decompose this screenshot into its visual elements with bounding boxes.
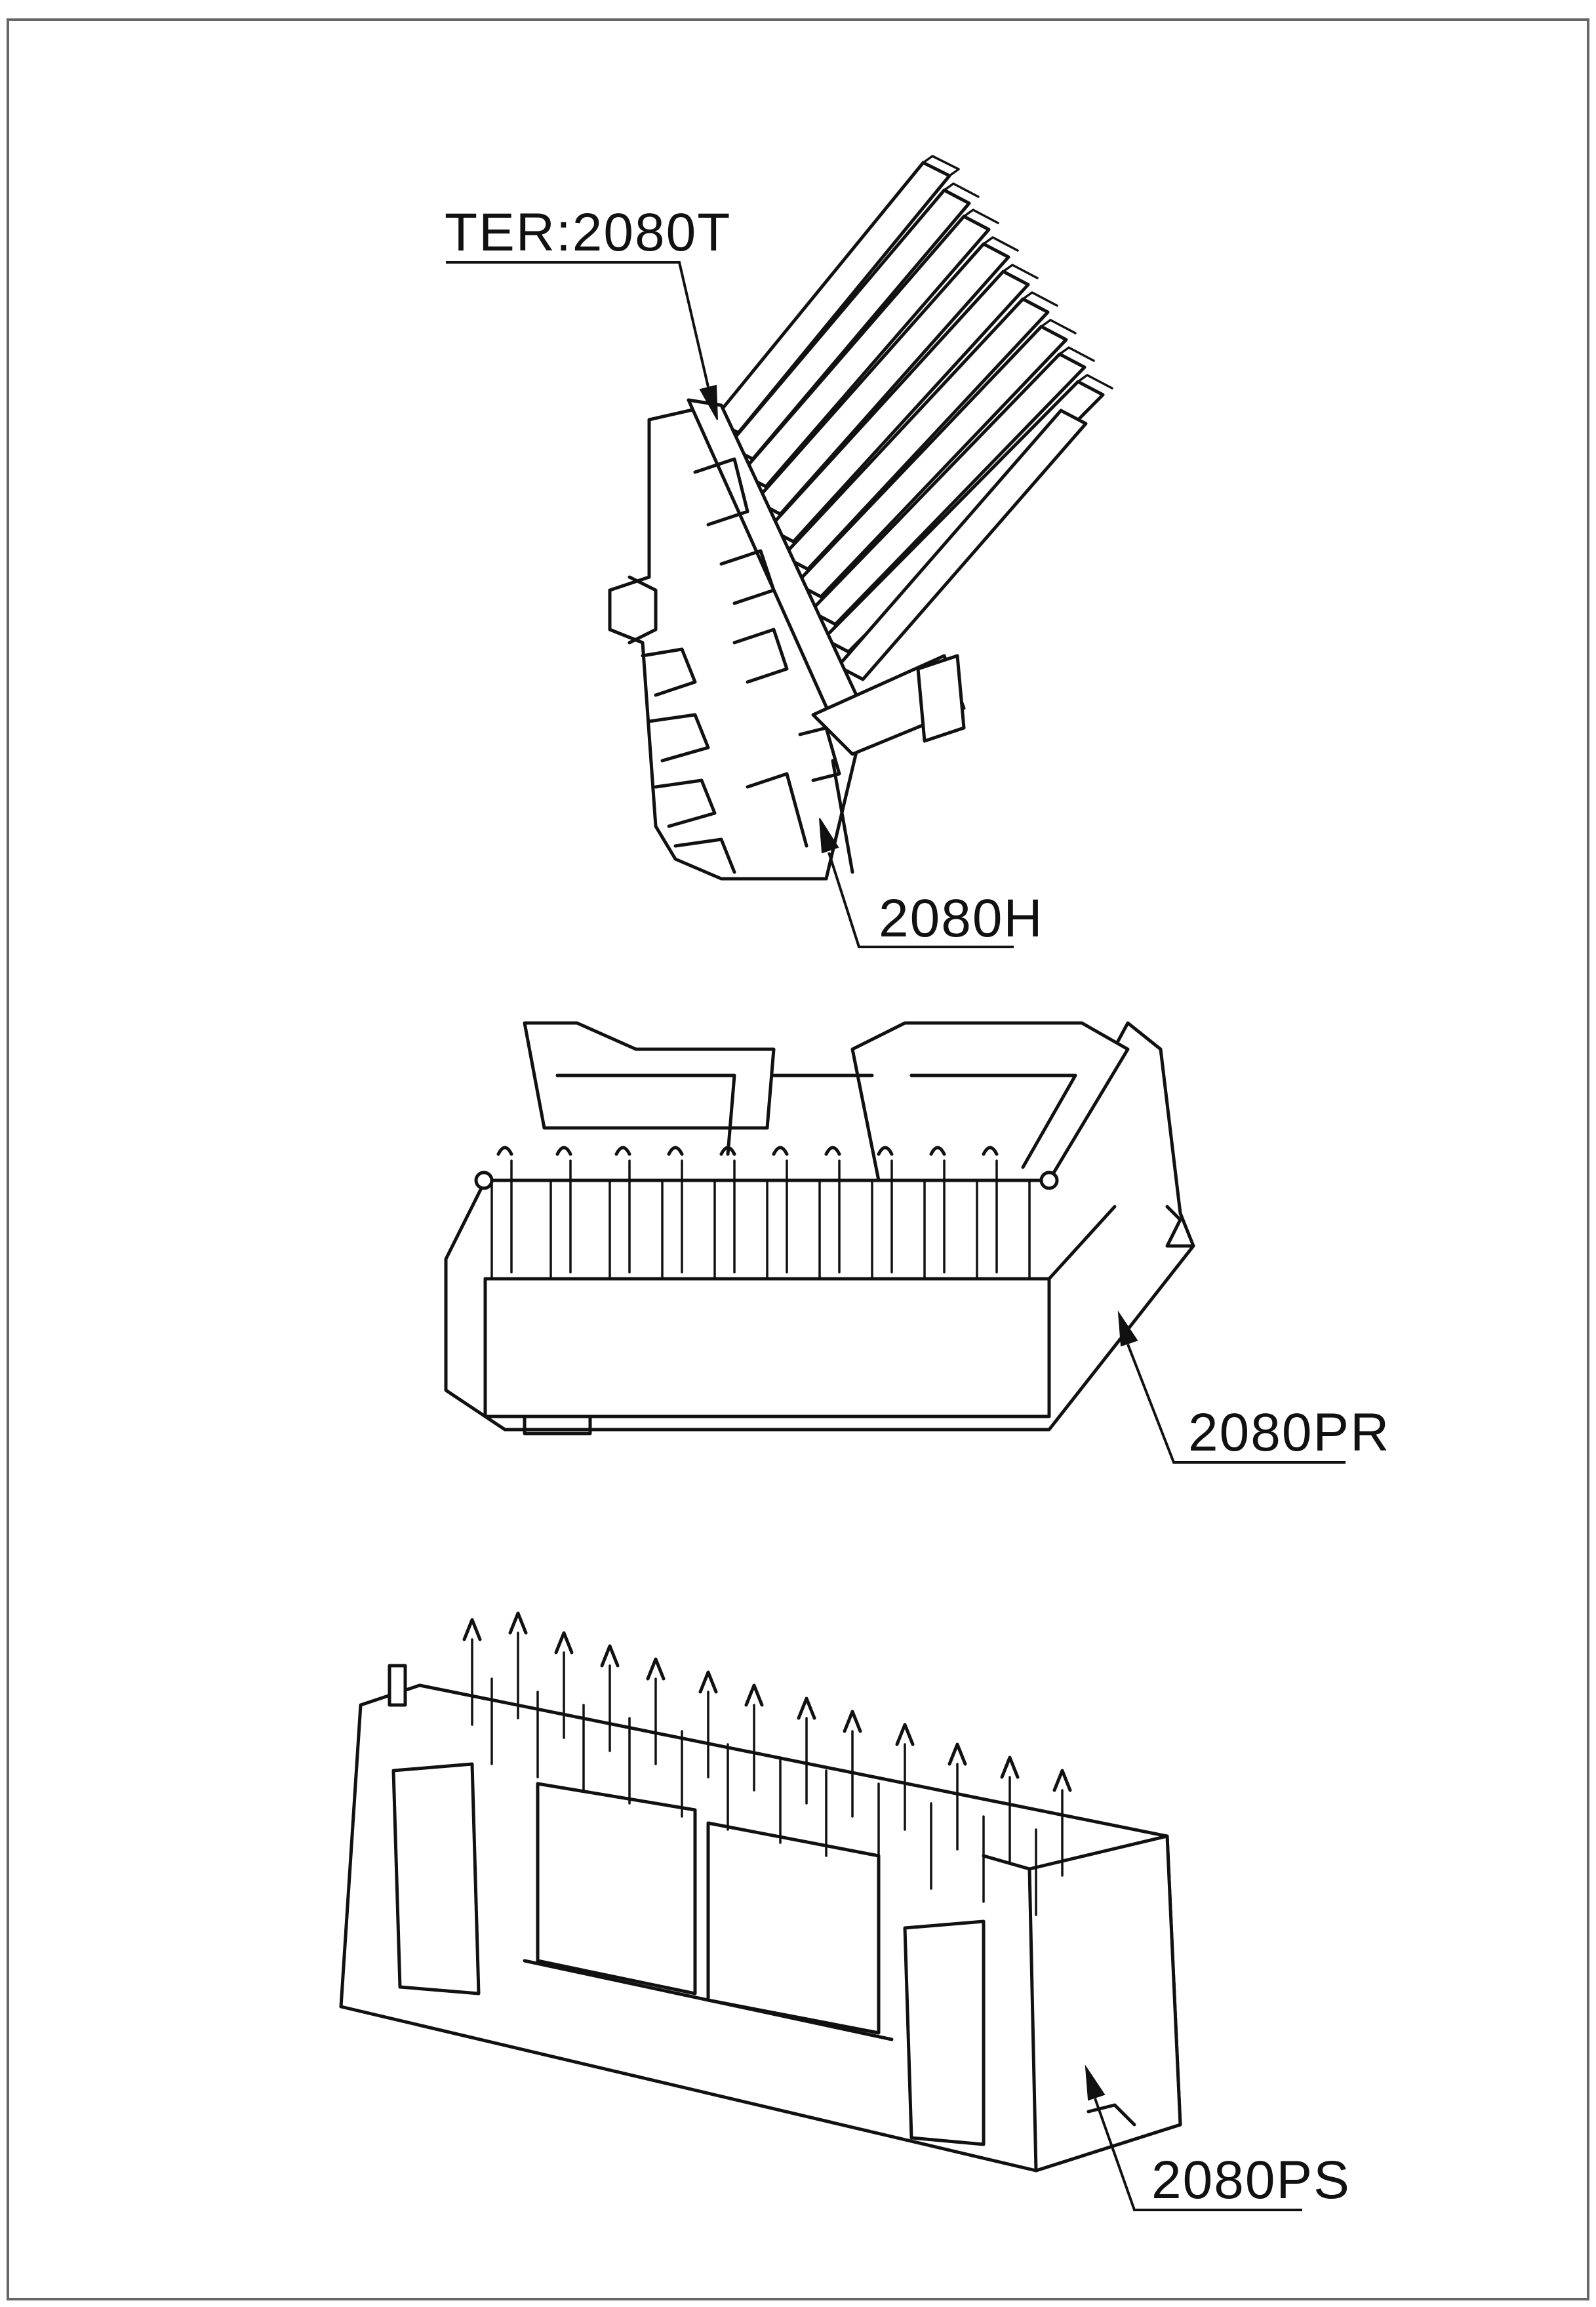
leader-2080PR	[1117, 1310, 1346, 1464]
housing-body	[608, 398, 966, 881]
label-2080PS: 2080PS	[1151, 2150, 1351, 2210]
leader-2080PS	[1085, 2064, 1302, 2211]
label-2080T: TER:2080T	[445, 203, 731, 262]
ps-pins	[388, 1611, 1072, 1916]
label-2080PR: 2080PR	[1188, 1403, 1390, 1462]
leader-2080H	[819, 818, 1014, 948]
terminal-wires	[711, 155, 1113, 681]
header-2080PR: 2080PR	[444, 1021, 1390, 1464]
housing-2080H-with-terminals: TER:2080T 2080H	[445, 155, 1113, 948]
pr-pins	[474, 1146, 1059, 1280]
header-2080PS: 2080PS	[339, 1611, 1351, 2211]
sheet-border	[7, 18, 1589, 2300]
leader-2080T	[446, 261, 718, 420]
label-2080H: 2080H	[879, 889, 1044, 948]
